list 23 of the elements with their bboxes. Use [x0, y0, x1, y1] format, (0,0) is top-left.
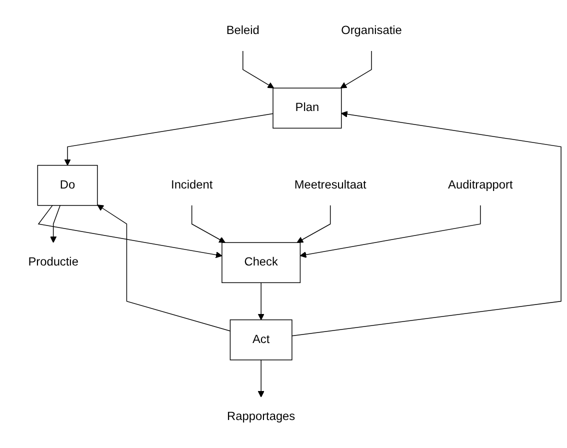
- arrow: [296, 205, 331, 243]
- arrow: [300, 205, 481, 258]
- arrow: [97, 204, 231, 332]
- arrow: [191, 205, 226, 243]
- node-text: Organisatie: [341, 24, 402, 37]
- node-box: Check: [222, 242, 301, 284]
- node-text: Productie: [28, 256, 78, 269]
- node-text: Incident: [171, 178, 213, 192]
- node-text: Meetresultaat: [294, 178, 366, 192]
- node-text: Beleid: [226, 24, 260, 37]
- arrow: [50, 205, 61, 243]
- node-text: Auditrapport: [448, 178, 513, 192]
- arrow: [292, 111, 562, 336]
- arrow: [64, 113, 274, 166]
- node-box: Plan: [272, 88, 342, 129]
- arrow: [340, 50, 372, 88]
- node-text: Rapportages: [227, 410, 296, 424]
- arrow: [242, 50, 274, 88]
- arrow: [258, 360, 264, 398]
- node-box: Act: [230, 319, 292, 360]
- node-box: Do: [37, 164, 98, 206]
- arrow: [258, 282, 264, 320]
- arrow: [38, 205, 222, 258]
